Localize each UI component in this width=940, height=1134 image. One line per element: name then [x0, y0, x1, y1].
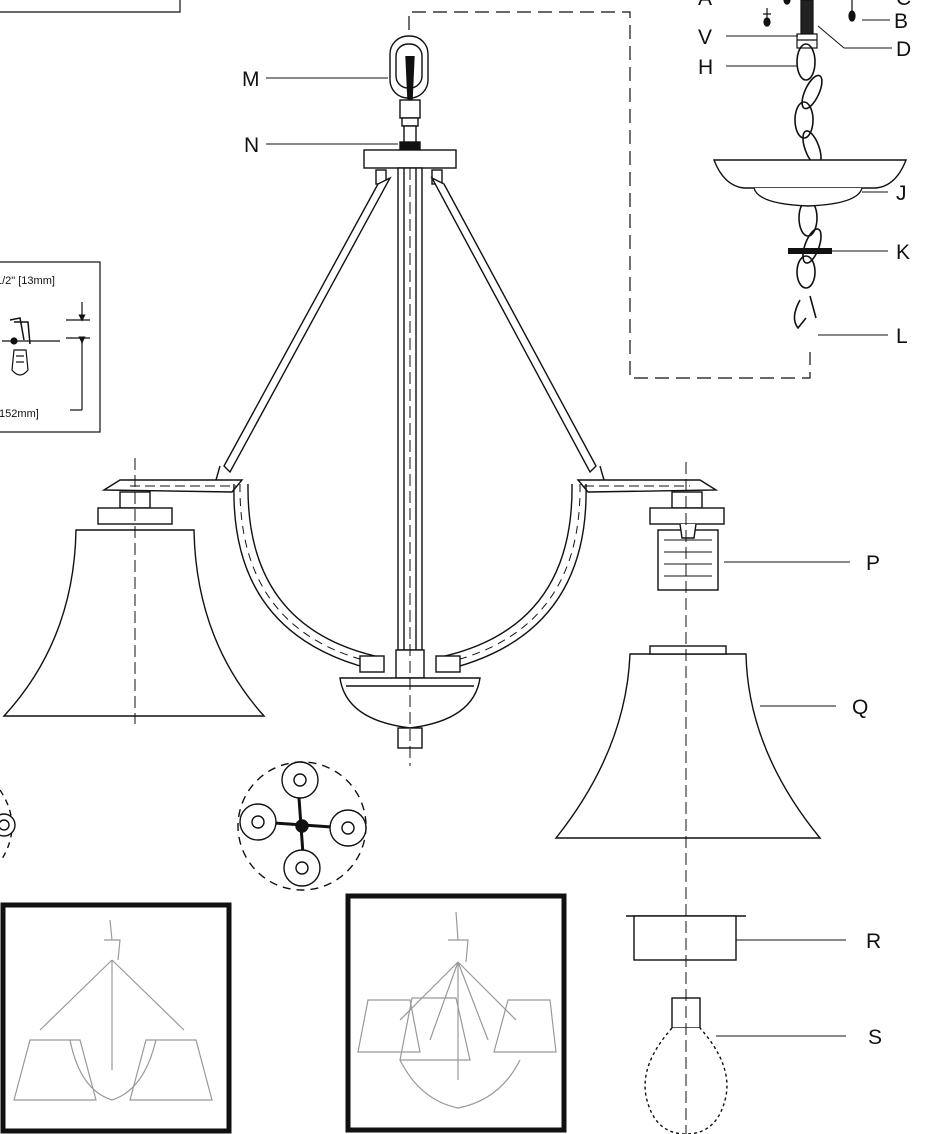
dashed-connector	[408, 11, 811, 379]
thumbnail-five-light	[345, 893, 567, 1133]
ceiling-hardware	[763, 0, 856, 49]
arms	[101, 465, 719, 673]
height-adjust-detail	[0, 261, 101, 433]
right-assembly	[554, 491, 822, 1134]
dim-small-label: 1/2" [13mm]	[0, 275, 55, 287]
label-p: P	[866, 552, 880, 575]
label-k: K	[896, 241, 910, 264]
top-left-callout-box	[0, 0, 181, 13]
label-h: H	[698, 56, 713, 79]
label-j: J	[896, 182, 907, 205]
label-a: A	[698, 0, 712, 10]
dim-large-label: [152mm]	[0, 408, 39, 420]
label-r: R	[866, 930, 881, 953]
top-view-single	[0, 789, 16, 863]
label-m: M	[242, 68, 260, 91]
label-v: V	[698, 26, 712, 49]
left-shade	[2, 491, 266, 717]
label-b: B	[894, 10, 908, 33]
chain-clip	[788, 248, 832, 254]
fixture-body	[223, 35, 597, 749]
leaders-center	[266, 77, 850, 1037]
label-s: S	[868, 1026, 882, 1049]
thumbnail-three-light	[0, 902, 232, 1134]
top-view-cluster	[237, 761, 367, 891]
leaders-top-right	[726, 19, 892, 336]
label-l: L	[896, 325, 908, 348]
label-n: N	[244, 134, 259, 157]
canopy	[712, 159, 908, 207]
label-c: C	[896, 0, 911, 10]
label-q: Q	[852, 696, 868, 719]
label-d: D	[896, 38, 911, 61]
